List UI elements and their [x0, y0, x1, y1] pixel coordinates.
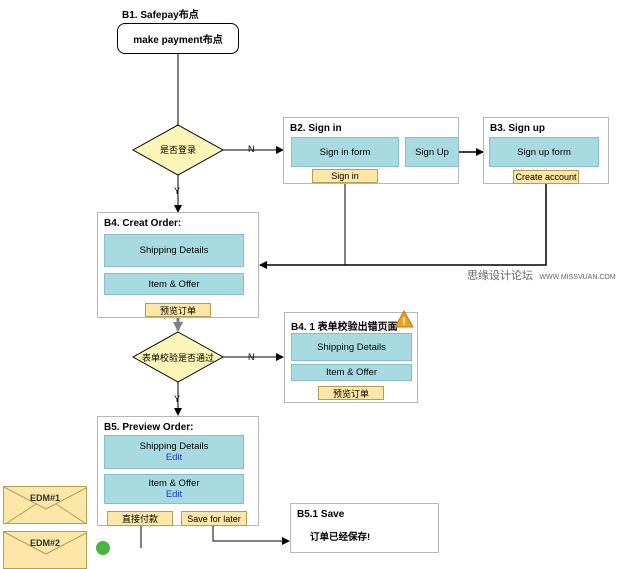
- b4-item-offer[interactable]: Item & Offer: [104, 273, 244, 295]
- b5-shipping-details[interactable]: Shipping Details Edit: [104, 435, 244, 469]
- decision-login-yes-label: Y: [174, 186, 181, 196]
- b4-shipping-label: Shipping Details: [139, 245, 209, 256]
- warning-icon: !: [394, 310, 414, 328]
- b4-title: B4. Creat Order:: [104, 218, 182, 229]
- b5-shipping-label: Shipping Details: [139, 441, 209, 452]
- b5-item-edit-link[interactable]: Edit: [165, 489, 183, 500]
- svg-text:!: !: [402, 316, 406, 328]
- b41-item-offer[interactable]: Item & Offer: [291, 364, 412, 381]
- signup-link-box[interactable]: Sign Up: [405, 137, 459, 167]
- b5-item-label: Item & Offer: [148, 478, 200, 489]
- b51-save-panel: B5.1 Save: [290, 503, 439, 553]
- decision-validation-label: 表单校验是否通过: [141, 353, 214, 363]
- b41-item-label: Item & Offer: [325, 367, 378, 378]
- watermark: 思缘设计论坛 WWW.MISSVUAN.COM: [467, 266, 616, 284]
- connector-b3-b4: [259, 184, 547, 269]
- b4-item-label: Item & Offer: [148, 278, 200, 290]
- b51-title: B5.1 Save: [297, 509, 345, 520]
- signin-form[interactable]: Sign in form: [291, 137, 399, 167]
- signin-form-label: Sign in form: [319, 146, 371, 158]
- b41-title: B4. 1 表单校验出错页面: [291, 322, 398, 333]
- b41-shipping-label: Shipping Details: [317, 341, 386, 353]
- decision-login-label: 是否登录: [159, 145, 196, 155]
- envelope-icon: [4, 487, 86, 523]
- edm-1-label: EDM#1: [29, 493, 60, 503]
- b1-title: B1. Safepay布点: [122, 10, 199, 21]
- b41-preview-order-button[interactable]: 预览订单: [318, 386, 384, 400]
- edm-2-label: EDM#2: [29, 538, 60, 548]
- b5-save-for-later-button[interactable]: Save for later: [181, 511, 247, 526]
- b51-saved-message: 订单已经保存!: [310, 532, 371, 543]
- decision-validation-diamond[interactable]: [132, 331, 224, 383]
- connector-layer: [140, 54, 547, 548]
- signup-form-label: Sign up form: [517, 146, 571, 158]
- b5-title: B5. Preview Order:: [104, 422, 194, 433]
- decision-validation-no-label: N: [248, 352, 255, 362]
- b41-shipping-details[interactable]: Shipping Details: [291, 333, 412, 361]
- decision-login-diamond[interactable]: [132, 124, 224, 176]
- watermark-url: WWW.MISSVUAN.COM: [539, 274, 616, 281]
- decision-login-no-label: N: [248, 144, 255, 154]
- b5-preview-order-panel: B5. Preview Order:: [97, 416, 259, 526]
- signup-link-label: Sign Up: [415, 146, 449, 158]
- watermark-text: 思缘设计论坛: [467, 270, 533, 282]
- b3-title: B3. Sign up: [490, 123, 545, 134]
- b4-shipping-details[interactable]: Shipping Details: [104, 234, 244, 267]
- green-status-icon: [96, 541, 110, 555]
- edm-2-envelope[interactable]: EDM#2: [3, 531, 87, 569]
- signup-form[interactable]: Sign up form: [489, 137, 599, 167]
- b5-pay-now-button[interactable]: 直接付款: [107, 511, 173, 526]
- connector-save-b51: [212, 526, 290, 545]
- start-node[interactable]: make payment布点: [117, 23, 239, 54]
- b4-preview-order-button[interactable]: 预览订单: [145, 303, 211, 317]
- decision-validation-yes-label: Y: [174, 394, 181, 404]
- signin-button[interactable]: Sign in: [312, 169, 378, 183]
- create-account-button[interactable]: Create account: [513, 170, 579, 184]
- b2-title: B2. Sign in: [290, 123, 342, 134]
- b5-shipping-edit-link[interactable]: Edit: [165, 452, 183, 463]
- edm-1-envelope[interactable]: EDM#1: [3, 486, 87, 524]
- b5-item-offer[interactable]: Item & Offer Edit: [104, 474, 244, 504]
